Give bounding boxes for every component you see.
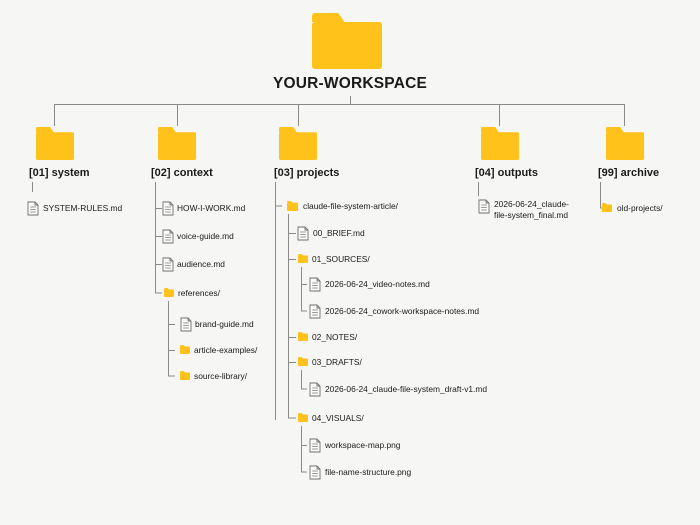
root-folder-icon: [312, 13, 382, 69]
file-workspace-map: workspace-map.png: [325, 440, 401, 450]
file-icon-workspace-map: [309, 438, 321, 453]
folder-label-source-library: source-library/: [194, 371, 248, 381]
column-label-outputs: [04] outputs: [475, 167, 538, 179]
folder-label-sources: 01_SOURCES/: [312, 254, 370, 264]
file-video-notes: 2026-06-24_video-notes.md: [325, 279, 430, 289]
file-icon-brand-guide: [180, 317, 192, 332]
file-icon-cowork-notes: [309, 304, 321, 319]
file-icon-final: [478, 199, 490, 214]
file-audience: audience.md: [177, 259, 225, 269]
folder-icon-system: [36, 127, 74, 160]
folder-icon-context: [158, 127, 196, 160]
folder-icon-article: [287, 201, 298, 211]
folder-icon-notes: [298, 332, 308, 341]
folder-label-old-projects: old-projects/: [617, 203, 663, 213]
file-system-rules: SYSTEM-RULES.md: [43, 203, 123, 213]
file-icon-name-structure: [309, 465, 321, 480]
file-final-line2: file-system_final.md: [494, 210, 569, 220]
file-draft-v1: 2026-06-24_claude-file-system_draft-v1.m…: [325, 384, 487, 394]
column-label-archive: [99] archive: [598, 167, 660, 179]
column-label-projects: [03] projects: [274, 167, 340, 179]
folder-icon-sources: [298, 254, 308, 263]
file-final-line1: 2026-06-24_claude-: [494, 199, 569, 209]
file-how-i-work: HOW-I-WORK.md: [177, 203, 246, 213]
file-brief: 00_BRIEF.md: [313, 228, 365, 238]
folder-icon-drafts: [298, 357, 308, 366]
folder-icon-old-projects: [602, 203, 612, 212]
folder-icon-archive: [606, 127, 644, 160]
workspace-title: YOUR-WORKSPACE: [272, 75, 428, 92]
folder-icon-projects: [279, 127, 317, 160]
file-icon-video-notes: [309, 277, 321, 292]
column-label-context: [02] context: [151, 167, 213, 179]
folder-icon-outputs: [481, 127, 519, 160]
folder-label-article: claude-file-system-article/: [303, 201, 398, 211]
folder-icon-visuals: [298, 413, 308, 422]
file-brand-guide: brand-guide.md: [195, 319, 254, 329]
file-icon-audience: [162, 257, 174, 272]
folder-label-article-examples: article-examples/: [194, 345, 258, 355]
file-name-structure: file-name-structure.png: [325, 467, 412, 477]
folder-icon-article-examples: [180, 345, 190, 354]
folder-label-notes: 02_NOTES/: [312, 332, 358, 342]
file-voice-guide: voice-guide.md: [177, 231, 234, 241]
folder-icon-source-library: [180, 371, 190, 380]
column-label-system: [01] system: [29, 167, 90, 179]
file-icon-system-rules: [27, 201, 39, 216]
folder-label-references: references/: [178, 288, 220, 298]
file-icon-how-i-work: [162, 201, 174, 216]
file-icon-voice-guide: [162, 229, 174, 244]
folder-label-drafts: 03_DRAFTS/: [312, 357, 362, 367]
file-icon-brief: [297, 226, 309, 241]
folder-label-visuals: 04_VISUALS/: [312, 413, 364, 423]
folder-icon-references: [164, 288, 174, 297]
file-icon-draft-v1: [309, 382, 321, 397]
file-cowork-notes: 2026-06-24_cowork-workspace-notes.md: [325, 306, 480, 316]
